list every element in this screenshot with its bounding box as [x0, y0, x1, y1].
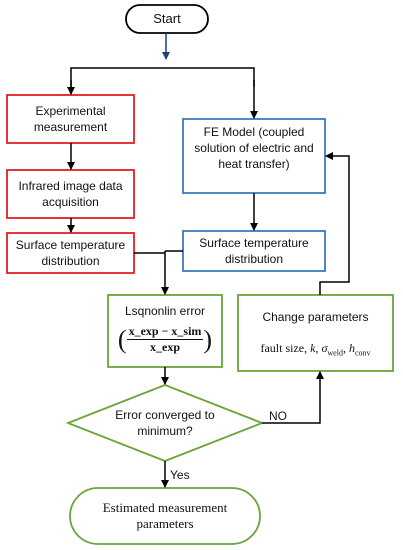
yes-label: Yes	[170, 468, 190, 482]
start-terminal	[125, 4, 209, 34]
conv-subscript: conv	[354, 348, 371, 358]
arrow-no-branch	[262, 371, 324, 424]
experimental-measurement-label: Experimental measurement	[33, 104, 108, 134]
fault-size-label: fault size,	[260, 341, 308, 355]
h-symbol: h	[348, 341, 355, 355]
start-label: Start	[153, 11, 181, 26]
lsqnonlin-title: Lsqnonlin error	[124, 304, 206, 318]
surface-temperature-left-box	[6, 232, 135, 274]
sigma-symbol: σ	[321, 341, 328, 355]
infrared-label: Infrared image data acquisition	[18, 179, 123, 209]
decision-label: Error converged to minimum?	[115, 408, 215, 438]
no-label: NO	[269, 409, 287, 423]
arrow-feedback-loop	[319, 152, 350, 295]
left-paren: (	[117, 324, 127, 354]
weld-subscript: weld	[327, 348, 343, 358]
experimental-measurement-box	[6, 94, 135, 144]
fe-model-label: FE Model (coupled solution of electric a…	[194, 125, 314, 171]
infrared-box	[6, 169, 135, 219]
change-parameters-list: fault size, k, σweld, hconv	[260, 341, 371, 358]
k-symbol: k	[310, 341, 316, 355]
surface-temperature-left-label: Surface temperature distribution	[15, 238, 126, 268]
change-parameters-title: Change parameters	[262, 310, 369, 324]
fraction-denominator: x_exp	[150, 340, 180, 355]
surface-temperature-right-box	[182, 230, 326, 272]
end-terminal	[69, 487, 261, 545]
surface-temperature-right-label: Surface temperature distribution	[199, 236, 309, 266]
right-paren: )	[203, 324, 213, 354]
change-parameters-box	[237, 294, 394, 372]
split-connector	[70, 67, 255, 87]
end-label: Estimated measurement parameters	[102, 500, 228, 531]
fraction-numerator: x_exp − x_sim	[126, 324, 204, 341]
